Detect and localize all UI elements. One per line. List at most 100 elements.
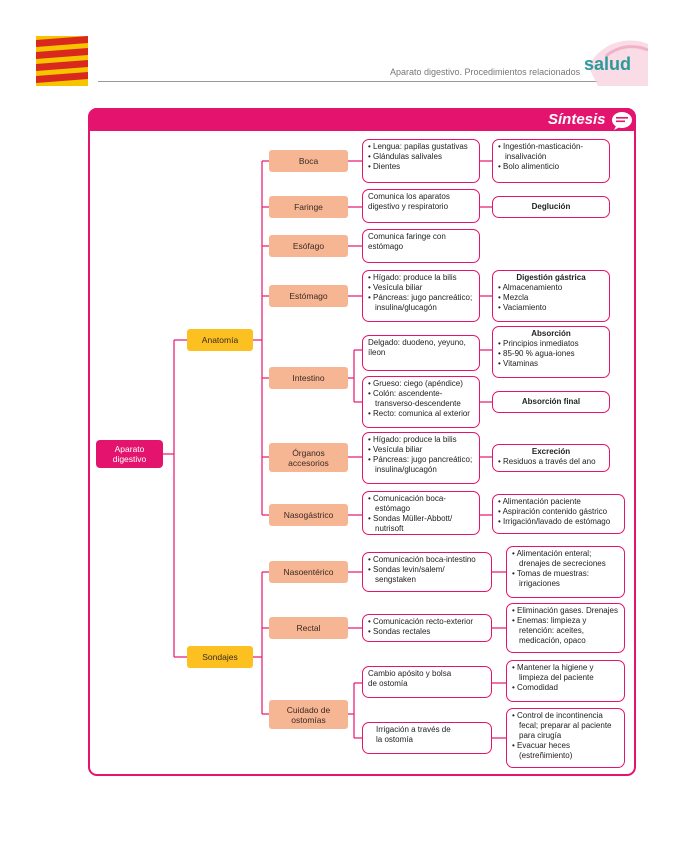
header-rule [98,81,598,82]
list-item: Comunicación boca-intestino [368,555,486,565]
list-item: Glándulas salivales [368,152,474,162]
func-faringe-title: Deglución [531,202,571,211]
func-estomago-title: Digestión gástrica [516,273,586,282]
list-item: Comunicación recto-exterior [368,617,486,627]
list-item: Sondas levin/salem/ sengstaken [368,565,486,585]
node-estomago: Estómago [269,285,348,307]
list-item: Mantener la higiene y limpieza del pacie… [512,663,619,683]
func-grueso-title: Absorción final [521,397,581,406]
speech-bubble-icon [612,112,632,130]
node-rectal-label: Rectal [296,623,321,633]
root-label: Aparato digestivo [112,444,147,464]
detail-faringe: Comunica los aparatos digestivo y respir… [362,189,480,223]
list-item: Vaciamiento [498,303,604,313]
detail-irrigacion-text: Irrigación a través de la ostomía [376,725,451,744]
list-item: Principios inmediatos [498,339,604,349]
detail-intestino-grueso: Grueso: ciego (apéndice) Colón: ascenden… [362,376,480,428]
banner-title: Síntesis [548,111,606,128]
detail-esofago-text: Comunica faringe con estómago [368,232,446,251]
flag-logo [36,36,88,86]
detail-delgado-text: Delgado: duodeno, yeyuno, íleon [368,338,466,357]
func-organos-title: Excreción [531,447,571,456]
node-boca-label: Boca [298,156,319,166]
list-item: Lengua: papilas gustativas [368,142,474,152]
node-nasogastrico-label: Nasogástrico [283,510,334,520]
list-item: Sondas Müller-Abbott/ nutrisoft [368,514,474,534]
list-item: Comunicación boca-estómago [368,494,474,514]
detail-rectal: Comunicación recto-exterior Sondas recta… [362,614,492,642]
list-item: Dientes [368,162,474,172]
node-faringe: Faringe [269,196,348,218]
node-estomago-label: Estómago [289,291,328,301]
func-irrigacion: Control de incontinencia fecal; preparar… [506,708,625,768]
node-nasoenterico-label: Nasoentérico [283,567,334,577]
branch-anatomia: Anatomía [187,329,253,351]
list-item: Sondas rectales [368,627,486,637]
branch-anatomia-label: Anatomía [201,335,239,345]
node-intestino: Intestino [269,367,348,389]
list-item: Enemas: limpieza y retención: aceites, m… [512,616,619,646]
list-item: Páncreas: jugo pancreático; insulina/glu… [368,293,474,313]
node-faringe-label: Faringe [294,202,323,212]
node-rectal: Rectal [269,617,348,639]
list-item: Almacenamiento [498,283,604,293]
list-item: Residuos a través del ano [498,457,604,467]
node-nasoenterico: Nasoentérico [269,561,348,583]
detail-irrigacion: Irrigación a través de la ostomía [362,722,492,754]
node-organos-label: Órganos accesorios [288,447,329,468]
detail-nasoenterico: Comunicación boca-intestino Sondas levin… [362,552,492,592]
root-node: Aparato digestivo [96,440,163,468]
list-item: Vitaminas [498,359,604,369]
branch-sondajes: Sondajes [187,646,253,668]
func-delgado: Absorción Principios inmediatos 85-90 % … [492,326,610,378]
detail-nasogastrico: Comunicación boca-estómago Sondas Müller… [362,491,480,535]
func-cambio: Mantener la higiene y limpieza del pacie… [506,660,625,702]
list-item: Páncreas: jugo pancreático; insulina/glu… [368,455,474,475]
node-ostomias-label: Cuidado de ostomías [286,704,331,725]
detail-cambio-text: Cambio apósito y bolsa de ostomía [368,669,452,688]
list-item: Control de incontinencia fecal; preparar… [512,711,619,741]
list-item: Evacuar heces (estreñimiento) [512,741,619,761]
detail-esofago: Comunica faringe con estómago [362,229,480,263]
node-esofago-label: Esófago [292,241,325,251]
list-item: Aspiración contenido gástrico [498,507,619,517]
salud-logo: salud [584,54,632,74]
detail-faringe-text: Comunica los aparatos digestivo y respir… [368,192,450,211]
list-item: 85-90 % agua-iones [498,349,604,359]
branch-sondajes-label: Sondajes [202,652,238,662]
node-intestino-label: Intestino [292,373,325,383]
func-organos: Excreción Residuos a través del ano [492,444,610,472]
list-item: Mezcla [498,293,604,303]
func-grueso: Absorción final [492,391,610,413]
list-item: Bolo alimenticio [498,162,604,172]
node-esofago: Esófago [269,235,348,257]
list-item: Tomas de muestras: irrigaciones [512,569,619,589]
list-item: Comodidad [512,683,619,693]
func-rectal: Eliminación gases. Drenajes Enemas: limp… [506,603,625,653]
list-item: Hígado: produce la bilis [368,435,474,445]
list-item: Ingestión-masticación-insalivación [498,142,604,162]
func-nasoenterico: Alimentación enteral; drenajes de secrec… [506,546,625,598]
list-item: Alimentación enteral; drenajes de secrec… [512,549,619,569]
list-item: Recto: comunica al exterior [368,409,474,419]
list-item: Vesícula biliar [368,283,474,293]
node-boca: Boca [269,150,348,172]
func-boca: Ingestión-masticación-insalivación Bolo … [492,139,610,183]
detail-estomago: Hígado: produce la bilis Vesícula biliar… [362,270,480,322]
list-item: Eliminación gases. Drenajes [512,606,619,616]
func-faringe: Deglución [492,196,610,218]
salud-decoration [588,40,648,86]
list-item: Irrigación/lavado de estómago [498,517,619,527]
node-nasogastrico: Nasogástrico [269,504,348,526]
list-item: Alimentación paciente [498,497,619,507]
detail-cambio: Cambio apósito y bolsa de ostomía [362,666,492,698]
func-estomago: Digestión gástrica Almacenamiento Mezcla… [492,270,610,322]
node-ostomias: Cuidado de ostomías [269,700,348,729]
list-item: Colón: ascendente-transverso-descendente [368,389,474,409]
list-item: Hígado: produce la bilis [368,273,474,283]
func-nasogastrico: Alimentación paciente Aspiración conteni… [492,494,625,534]
list-item: Vesícula biliar [368,445,474,455]
detail-boca: Lengua: papilas gustativas Glándulas sal… [362,139,480,183]
node-organos: Órganos accesorios [269,443,348,472]
